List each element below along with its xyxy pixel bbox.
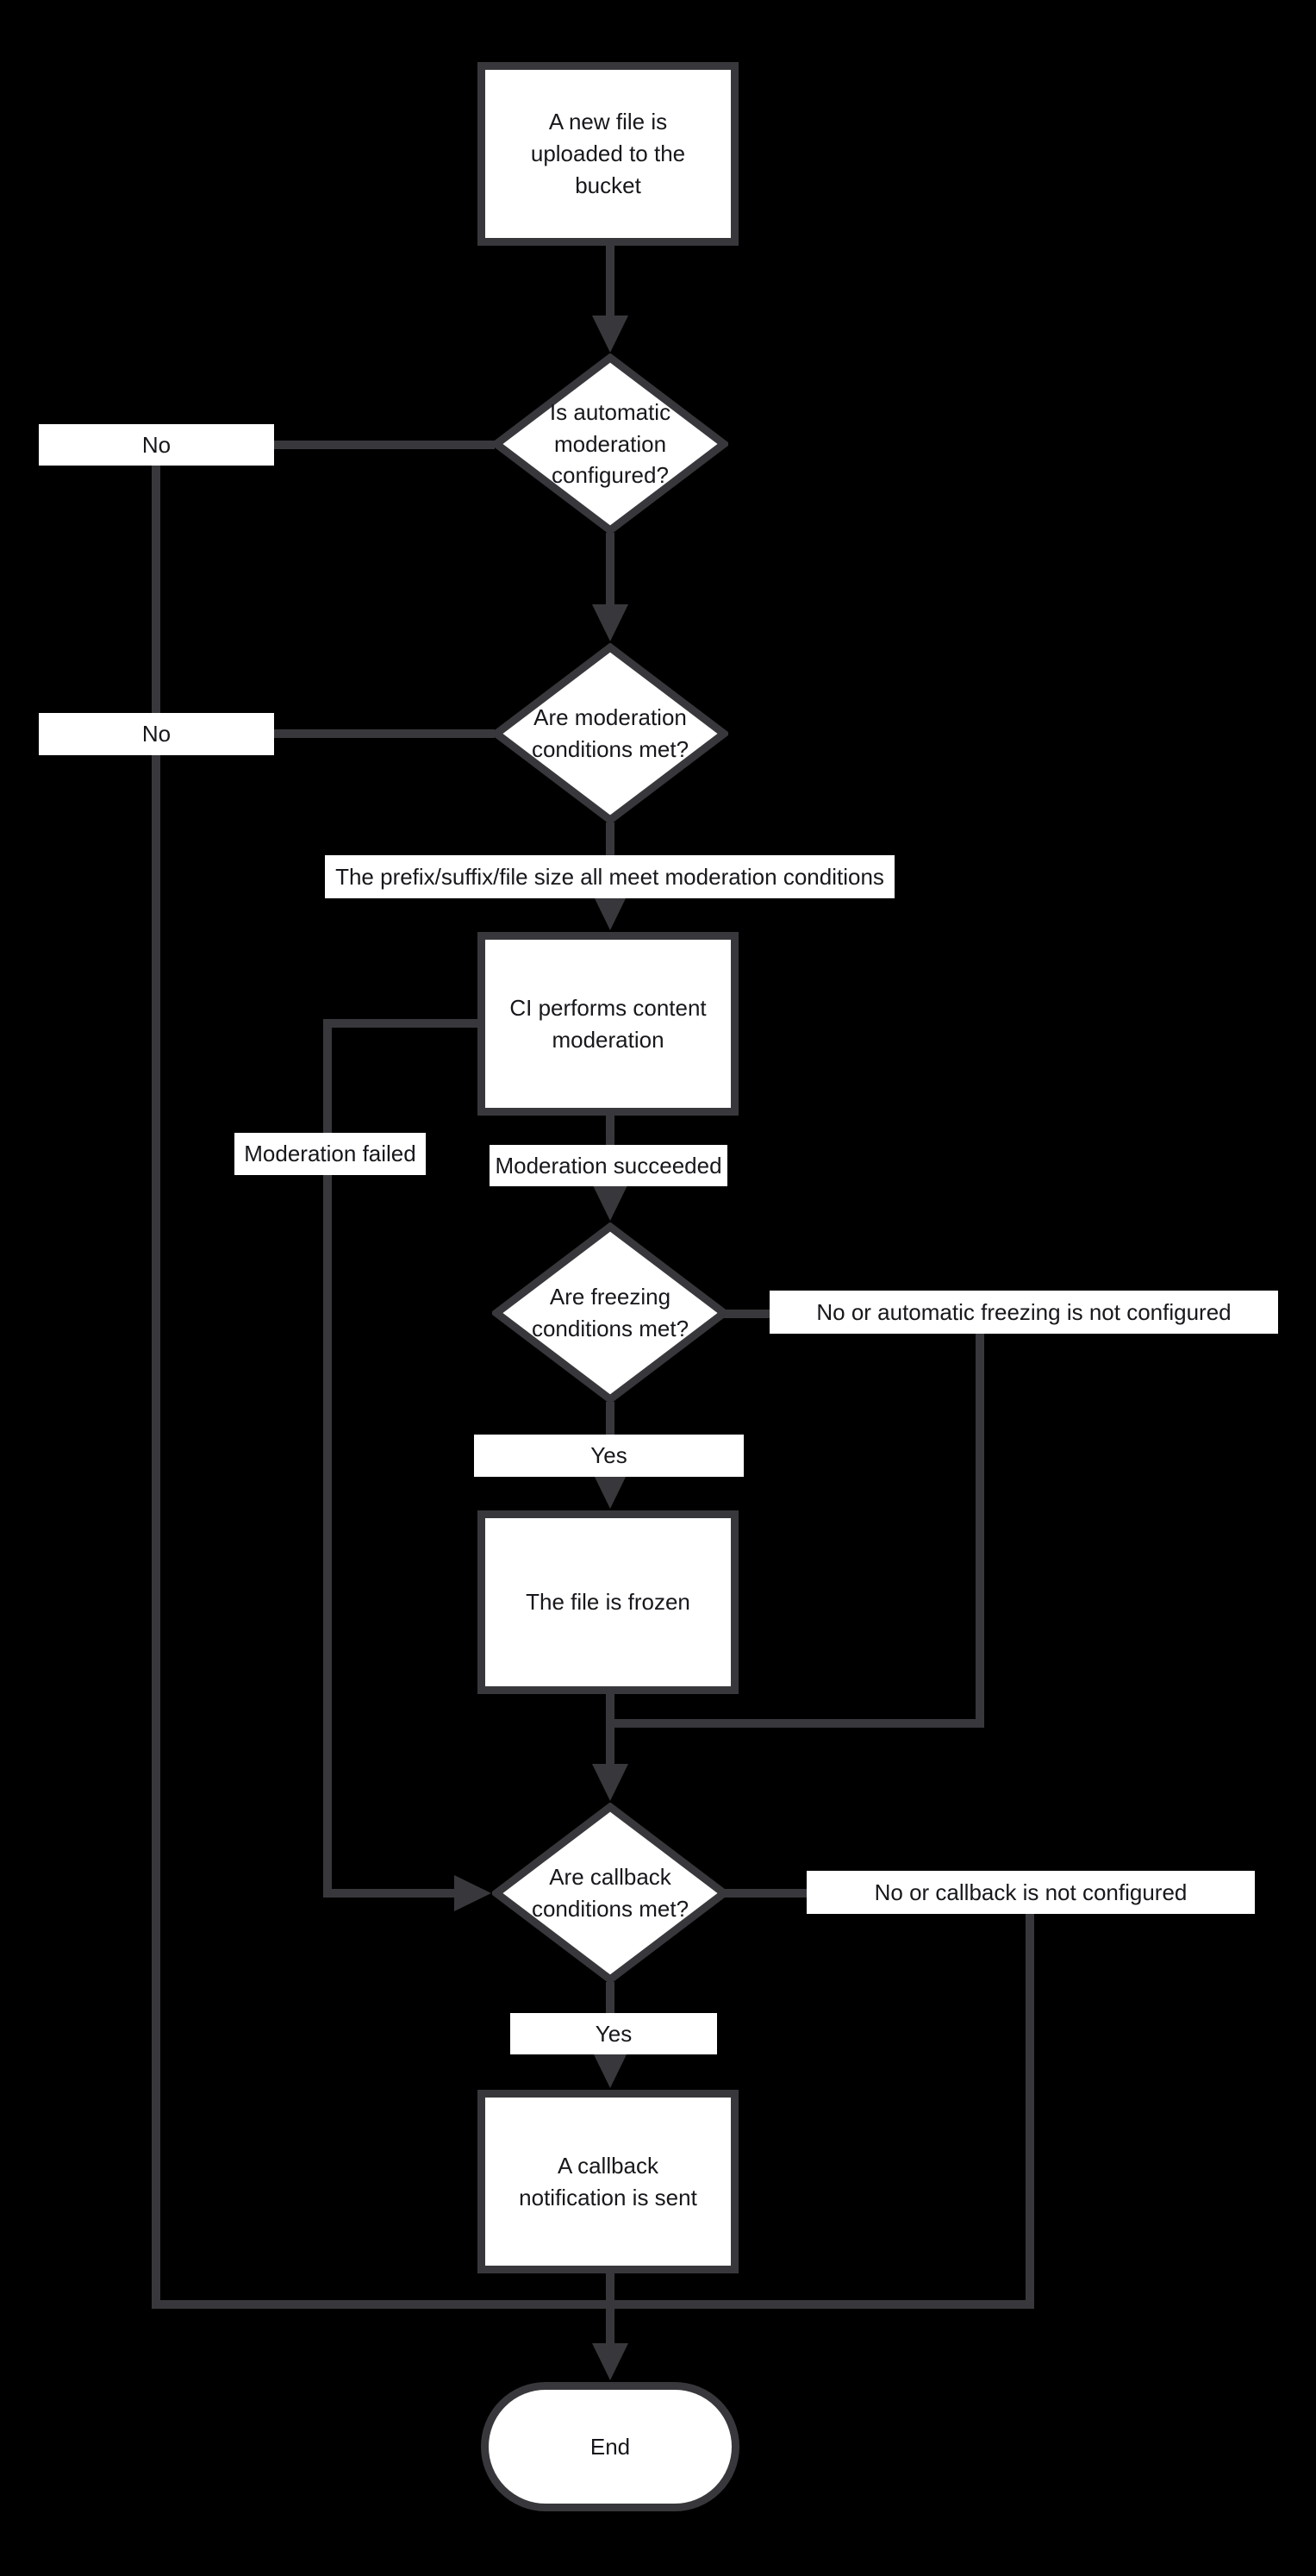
decision-callback-conditions: Are callback conditions met?: [492, 1803, 728, 1984]
edge-label-callback-no: No or callback is not configured: [807, 1871, 1255, 1914]
decision-moderation-conditions-label: Are moderation conditions met?: [531, 704, 689, 762]
arrowhead-down-icon: [592, 893, 628, 930]
node-callback-sent-label: A callback notification is sent: [519, 2152, 697, 2210]
decision-auto-moderation: Is automatic moderation configured?: [492, 353, 728, 535]
connector-line: [606, 1719, 984, 1728]
node-file-frozen-label: The file is frozen: [526, 1589, 690, 1616]
connector-line: [606, 2272, 614, 2346]
node-file-frozen: The file is frozen: [477, 1510, 739, 1694]
edge-label-no-1: No: [39, 424, 274, 466]
node-ci-moderation-label: CI performs content moderation: [509, 994, 707, 1053]
connector-line: [152, 466, 160, 2309]
connector-line: [323, 1019, 480, 1028]
edge-label-yes-2: Yes: [510, 2013, 717, 2054]
arrowhead-down-icon: [592, 1764, 628, 1801]
connector-line: [976, 1310, 984, 1728]
connector-line: [606, 1692, 614, 1766]
diamond-shape: [492, 353, 728, 535]
edge-label-no-2: No: [39, 713, 274, 755]
edge-label-moderation-succeeded: Moderation succeeded: [490, 1145, 727, 1186]
node-start-label: A new file is uploaded to the bucket: [530, 109, 686, 198]
decision-moderation-conditions: Are moderation conditions met?: [492, 643, 728, 824]
arrowhead-down-icon: [592, 1472, 628, 1509]
arrowhead-down-icon: [592, 2051, 628, 2088]
diamond-shape: [492, 643, 728, 824]
diamond-shape: [492, 1222, 728, 1404]
node-callback-sent: A callback notification is sent: [477, 2090, 739, 2273]
connector-line: [323, 1019, 332, 1898]
connector-line: [152, 2300, 1034, 2309]
edge-label-freezing-no: No or automatic freezing is not configur…: [770, 1291, 1278, 1334]
node-ci-moderation: CI performs content moderation: [477, 932, 739, 1116]
arrowhead-down-icon: [592, 316, 628, 353]
edge-label-yes-1: Yes: [474, 1435, 744, 1477]
node-end-label: End: [589, 2433, 631, 2460]
diamond-shape: [492, 1803, 728, 1984]
node-end: End: [481, 2382, 739, 2511]
connector-line: [274, 441, 495, 449]
connector-line: [606, 241, 614, 319]
decision-callback-conditions-label: Are callback conditions met?: [531, 1864, 689, 1922]
arrowhead-down-icon: [592, 2343, 628, 2380]
edge-label-prefix-conditions: The prefix/suffix/file size all meet mod…: [325, 855, 895, 898]
connector-line: [274, 729, 495, 738]
arrowhead-down-icon: [592, 604, 628, 641]
edge-label-moderation-failed: Moderation failed: [234, 1133, 426, 1175]
connector-line: [323, 1889, 455, 1898]
arrowhead-down-icon: [592, 1184, 628, 1221]
decision-freezing-conditions: Are freezing conditions met?: [492, 1222, 728, 1404]
decision-auto-moderation-label: Is automatic moderation configured?: [549, 398, 671, 489]
connector-line: [606, 533, 614, 607]
arrowhead-right-icon: [454, 1875, 491, 1911]
connector-line: [1026, 1893, 1034, 2309]
decision-freezing-conditions-label: Are freezing conditions met?: [531, 1284, 689, 1341]
node-start: A new file is uploaded to the bucket: [477, 62, 739, 246]
